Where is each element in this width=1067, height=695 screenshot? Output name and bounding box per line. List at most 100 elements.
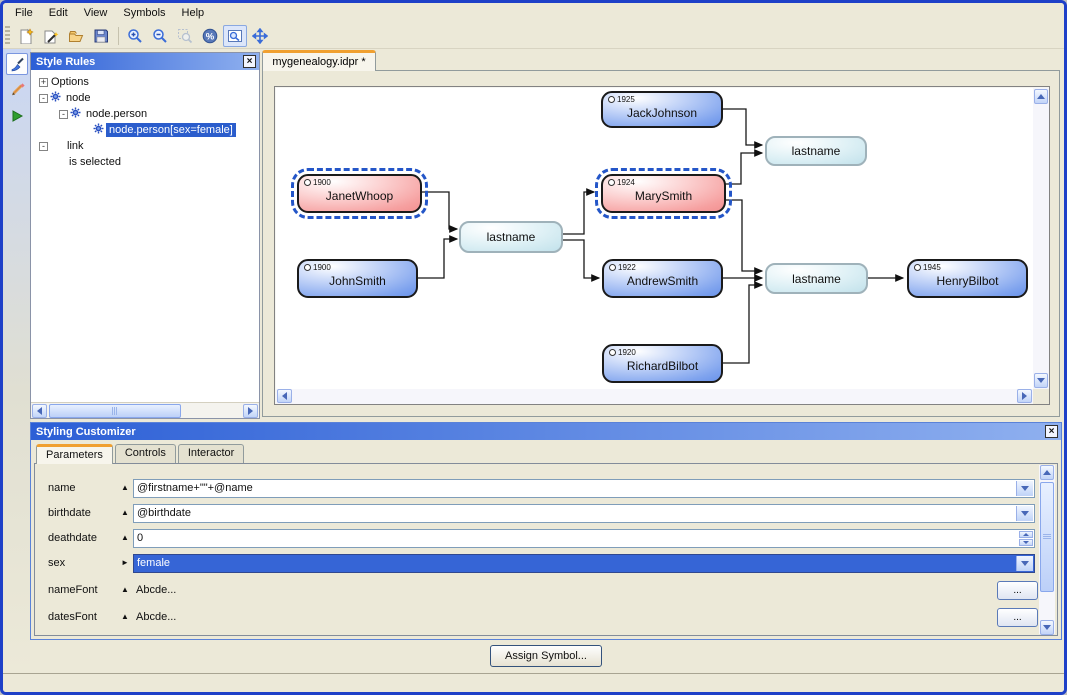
spinner-buttons[interactable] [1019,531,1033,546]
zoom-in-icon[interactable] [123,25,147,47]
family-node[interactable]: lastname [459,221,563,253]
spin-up-icon[interactable] [1019,531,1033,538]
person-node-janetwhoop[interactable]: 1900 JanetWhoop [291,168,428,219]
scroll-down-icon[interactable] [1040,620,1054,635]
datesfont-ellipsis-button[interactable]: ... [997,608,1038,627]
tab-interactor[interactable]: Interactor [177,444,245,464]
deathdate-spinner[interactable]: 0 [133,529,1035,548]
namefont-ellipsis-button[interactable]: ... [997,581,1038,600]
person-node-andrewsmith[interactable]: 1922 AndrewSmith [602,259,723,298]
person-node-henrybilbot[interactable]: 1945 HenryBilbot [907,259,1028,298]
tab-controls[interactable]: Controls [114,444,176,464]
collapse-minus-icon[interactable]: - [39,141,48,151]
menu-edit[interactable]: Edit [48,7,68,19]
styling-customizer-title: Styling Customizer [36,425,136,438]
expand-triangle-icon[interactable]: ▲ [121,508,129,517]
styling-customizer-close-icon[interactable]: × [1045,425,1058,438]
tree-item-node[interactable]: - node [31,90,259,106]
collapsed-triangle-icon[interactable]: ► [121,558,129,567]
chevron-down-icon[interactable] [1016,481,1033,496]
zoom-percent-icon[interactable]: % [198,25,222,47]
style-rules-close-icon[interactable]: × [243,55,256,68]
expand-triangle-icon[interactable]: ▲ [121,612,129,621]
scroll-left-icon[interactable] [277,389,292,403]
chevron-down-icon[interactable] [1016,506,1033,521]
scroll-up-icon[interactable] [1034,89,1048,104]
scroll-down-icon[interactable] [1034,373,1048,388]
font-preview: Abcde... [136,611,177,623]
birthdate-badge: 1922 [609,263,636,272]
font-preview: Abcde... [136,584,177,596]
expand-triangle-icon[interactable]: ▲ [121,483,129,492]
style-rules-hscrollbar[interactable] [31,402,259,418]
overview-toggle-icon[interactable] [223,24,247,47]
family-node[interactable]: lastname [765,136,867,166]
assign-symbol-row: Assign Symbol... [30,640,1062,672]
scrollbar-thumb[interactable] [49,404,181,418]
person-circle-icon [914,264,921,271]
expand-triangle-icon[interactable]: ▲ [121,533,129,542]
tree-item-node-person[interactable]: - node.person [31,106,259,122]
styling-customizer-panel: Styling Customizer × Parameters Controls… [30,422,1062,640]
new-from-wizard-icon[interactable] [39,25,63,47]
scroll-left-icon[interactable] [32,404,47,418]
parameters-vscrollbar[interactable] [1039,465,1055,635]
menu-view[interactable]: View [83,7,108,19]
spin-down-icon[interactable] [1019,539,1033,546]
param-row-name: name ▲ @firstname+""+@name [35,479,1057,498]
toolbar-grip[interactable] [5,25,10,46]
collapse-minus-icon[interactable]: - [39,93,48,103]
person-node-richardbilbot[interactable]: 1920 RichardBilbot [602,344,723,383]
scroll-right-icon[interactable] [243,404,258,418]
toolbar-separator [118,26,119,45]
person-node-jackjohnson[interactable]: 1925 JackJohnson [601,91,723,128]
window-content: File Edit View Symbols Help % Style Rule… [3,3,1064,692]
customizer-tabs: Parameters Controls Interactor [36,444,245,464]
new-document-icon[interactable] [14,25,38,47]
canvas-hscrollbar[interactable] [276,389,1033,404]
edit-pencil-icon[interactable] [6,79,28,101]
scroll-right-icon[interactable] [1017,389,1032,403]
chevron-down-icon[interactable] [1016,556,1033,571]
person-circle-icon [609,264,616,271]
style-rules-titlebar: Style Rules × [31,53,259,70]
birthdate-badge: 1925 [608,95,635,104]
canvas-vscrollbar[interactable] [1033,88,1049,389]
document-tab[interactable]: mygenealogy.idpr * [262,50,376,71]
menu-file[interactable]: File [15,7,33,19]
menu-help[interactable]: Help [181,7,205,19]
tree-item-link[interactable]: - link [31,138,259,154]
style-rules-title: Style Rules [36,55,96,68]
expand-plus-icon[interactable]: + [39,76,48,87]
person-node-johnsmith[interactable]: 1900 JohnSmith [297,259,418,298]
sex-combobox[interactable]: female [133,554,1035,573]
save-icon[interactable] [89,25,113,47]
run-play-icon[interactable] [6,105,28,127]
person-node-marysmith[interactable]: 1924 MarySmith [595,168,732,219]
rule-gear-icon [70,107,81,121]
param-row-namefont: nameFont ▲ Abcde... ... [35,581,1057,600]
expand-triangle-icon[interactable]: ▲ [121,585,129,594]
birthdate-combobox[interactable]: @birthdate [133,504,1035,523]
tab-parameters[interactable]: Parameters [36,444,113,464]
menu-symbols[interactable]: Symbols [123,7,166,19]
person-circle-icon [608,179,615,186]
diagram-canvas[interactable]: 1925 JackJohnson 1900 JanetWhoop 1924 Ma… [276,88,1033,389]
pan-icon[interactable] [248,25,272,47]
birthdate-badge: 1900 [304,178,331,187]
assign-symbol-button[interactable]: Assign Symbol... [490,645,602,667]
scroll-up-icon[interactable] [1040,465,1054,480]
name-combobox[interactable]: @firstname+""+@name [133,479,1035,498]
collapse-minus-icon[interactable]: - [59,109,68,119]
diagram-canvas-frame: 1925 JackJohnson 1900 JanetWhoop 1924 Ma… [274,86,1050,405]
family-node[interactable]: lastname [765,263,868,294]
tree-item-is-selected[interactable]: is selected [69,156,121,168]
zoom-out-icon[interactable] [148,25,172,47]
scrollbar-thumb[interactable] [1040,482,1054,592]
zoom-area-icon[interactable] [173,25,197,47]
style-brush-icon[interactable] [6,53,28,75]
tree-item-node-person-female[interactable]: node.person[sex=female] [31,122,259,138]
tree-item-options[interactable]: + Options [39,76,89,88]
open-folder-icon[interactable] [64,25,88,47]
link-lines [418,108,905,364]
